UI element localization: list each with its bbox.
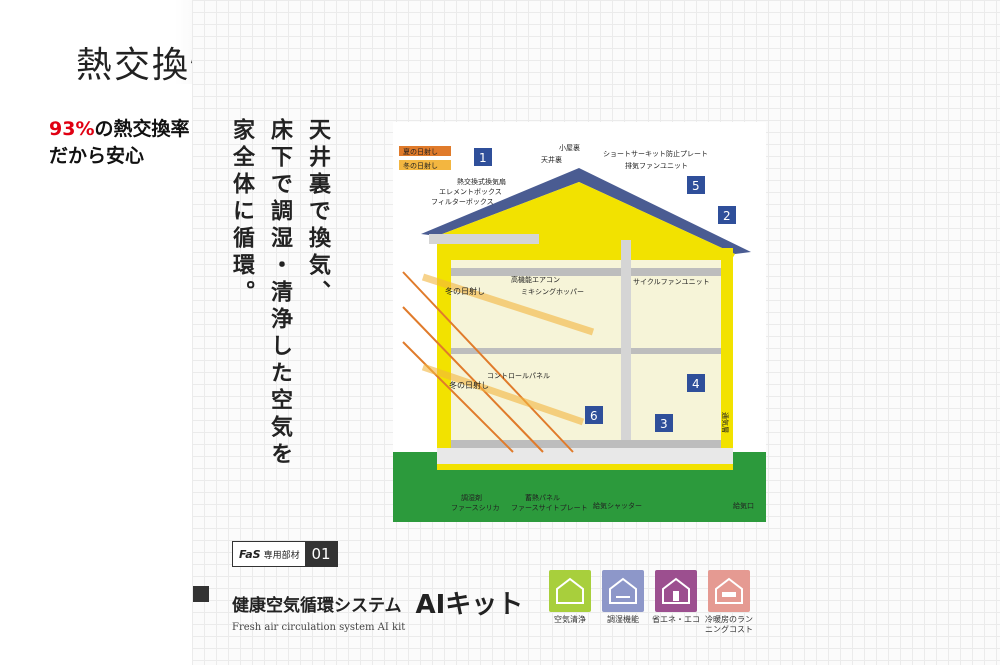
tagline-rest: の熱交換率 (94, 118, 190, 140)
svg-text:調湿剤: 調湿剤 (461, 493, 482, 502)
heading-column-3: 家全体に循環。 (229, 118, 254, 307)
svg-text:4: 4 (692, 377, 700, 391)
interior (451, 260, 721, 462)
kit-marker (193, 586, 209, 602)
svg-text:フィルターボックス: フィルターボックス (431, 197, 494, 206)
house-cost-icon (708, 570, 750, 612)
svg-text:ショートサーキット防止プレート: ショートサーキット防止プレート (603, 149, 708, 158)
second-floor (451, 348, 721, 354)
tagline-line2: だから安心 (49, 145, 145, 167)
marker-2 (718, 206, 736, 224)
svg-text:1: 1 (479, 151, 487, 165)
marker-4 (687, 374, 705, 392)
kit-subtitle: Fresh air circulation system AI kit (232, 622, 406, 633)
svg-text:給気シャッター: 給気シャッター (593, 501, 642, 510)
marker-5 (687, 176, 705, 194)
feature-air-clean: 空気清浄 (546, 570, 594, 625)
svg-text:ミキシングホッパー: ミキシングホッパー (521, 287, 584, 296)
svg-text:3: 3 (660, 417, 668, 431)
attic-duct (429, 234, 539, 244)
svg-text:冬の日射し: 冬の日射し (445, 286, 485, 296)
attic-floor (451, 268, 721, 276)
heading-column-2: 床下で調湿・清浄した空気を (267, 118, 292, 469)
svg-text:サイクルファンユニット: サイクルファンユニット (633, 278, 710, 286)
feature-humidity: 調湿機能 (599, 570, 647, 625)
tagline-highlight: 93% (49, 118, 95, 140)
heading-column-1: 天井裏で換気、 (305, 118, 330, 307)
feature-cost: 冷暖房のランニングコスト (705, 570, 753, 635)
house-diagram: 1 2 3 4 5 6 夏の日射し 冬の日射し 小屋裏 天井裏 ショートサーキッ… (393, 122, 766, 522)
svg-text:給気口: 給気口 (733, 501, 754, 510)
svg-text:高機能エアコン: 高機能エアコン (511, 275, 560, 284)
svg-text:冬の日射し: 冬の日射し (449, 380, 489, 390)
ground-floor (451, 440, 721, 448)
svg-text:天井裏: 天井裏 (541, 155, 562, 164)
svg-text:エレメントボックス: エレメントボックス (439, 188, 502, 196)
svg-text:ファースサイトプレート: ファースサイトプレート (511, 504, 588, 512)
svg-text:2: 2 (723, 209, 731, 223)
marker-1 (474, 148, 492, 166)
house-clean-icon (549, 570, 591, 612)
svg-text:6: 6 (590, 409, 598, 423)
marker-6 (585, 406, 603, 424)
svg-text:ファースシリカ: ファースシリカ (451, 504, 500, 512)
svg-text:5: 5 (692, 179, 700, 193)
svg-text:排気ファンユニット: 排気ファンユニット (625, 161, 688, 170)
svg-text:小屋裏: 小屋裏 (559, 143, 580, 152)
house-humidity-icon (602, 570, 644, 612)
svg-text:通気層: 通気層 (721, 412, 730, 433)
house-eco-icon (655, 570, 697, 612)
svg-text:冬の日射し: 冬の日射し (403, 161, 438, 170)
tagline: 93%の熱交換率 だから安心 (49, 116, 190, 170)
svg-text:熱交換式換気扇: 熱交換式換気扇 (457, 177, 506, 186)
svg-text:蓄熱パネル: 蓄熱パネル (525, 493, 560, 502)
marker-3 (655, 414, 673, 432)
svg-text:コントロールパネル: コントロールパネル (487, 372, 550, 380)
feature-eco: 省エネ・エコ (652, 570, 700, 625)
foundation (437, 448, 733, 464)
vertical-duct (621, 240, 631, 440)
svg-text:夏の日射し: 夏の日射し (403, 147, 438, 156)
roof (421, 168, 751, 254)
badge-number: 01 (305, 542, 337, 566)
